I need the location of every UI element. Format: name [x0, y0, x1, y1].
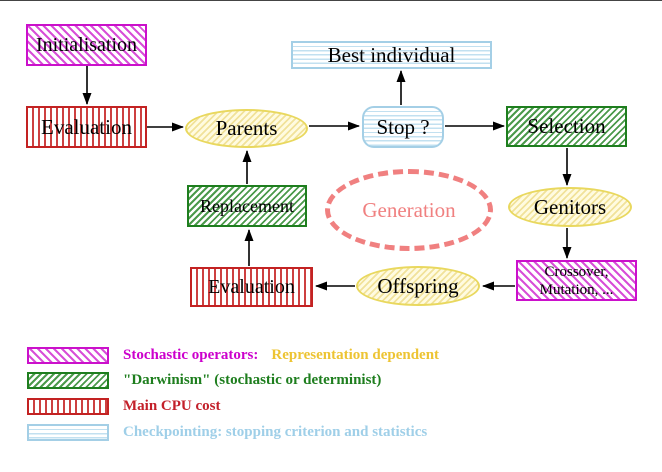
legend-label-checkpointing: Checkpointing: stopping criterion and st… [123, 424, 428, 440]
node-stop-test: Stop ? [362, 106, 444, 148]
legend-row-darwinism: "Darwinism" (stochastic or determinist) [27, 371, 381, 390]
legend-label-representation-dependent: Representation dependent [271, 347, 440, 363]
node-crossover-mutation: Crossover, Mutation, ... [516, 260, 637, 301]
node-evaluation-bottom: Evaluation [190, 267, 313, 307]
legend-row-stochastic-operators: Stochastic operators: Representation depe… [27, 346, 439, 365]
legend-row-checkpointing: Checkpointing: stopping criterion and st… [27, 423, 427, 442]
node-parents: Parents [185, 109, 308, 148]
node-selection: Selection [506, 106, 627, 147]
legend-row-cpu-cost: Main CPU cost [27, 397, 221, 416]
legend-swatch-magenta-hatch [27, 347, 109, 364]
node-genitors: Genitors [508, 187, 632, 227]
node-replacement: Replacement [187, 185, 307, 227]
legend-swatch-cyan-stripes [27, 424, 109, 441]
node-offspring: Offspring [356, 266, 480, 306]
crossover-line2: Mutation, ... [539, 281, 614, 298]
crossover-line1: Crossover, [544, 263, 609, 280]
legend-label-darwinism: "Darwinism" (stochastic or determinist) [123, 372, 382, 388]
legend-swatch-green-hatch [27, 372, 109, 389]
legend-label-stochastic-operators: Stochastic operators: [123, 347, 259, 363]
generation-loop-annotation: Generation [325, 169, 493, 251]
node-evaluation-top: Evaluation [26, 106, 147, 148]
node-best-individual: Best individual [291, 41, 492, 69]
legend-label-cpu-cost: Main CPU cost [123, 398, 221, 414]
legend-swatch-red-stripes [27, 398, 109, 415]
node-initialisation: Initialisation [26, 24, 147, 66]
